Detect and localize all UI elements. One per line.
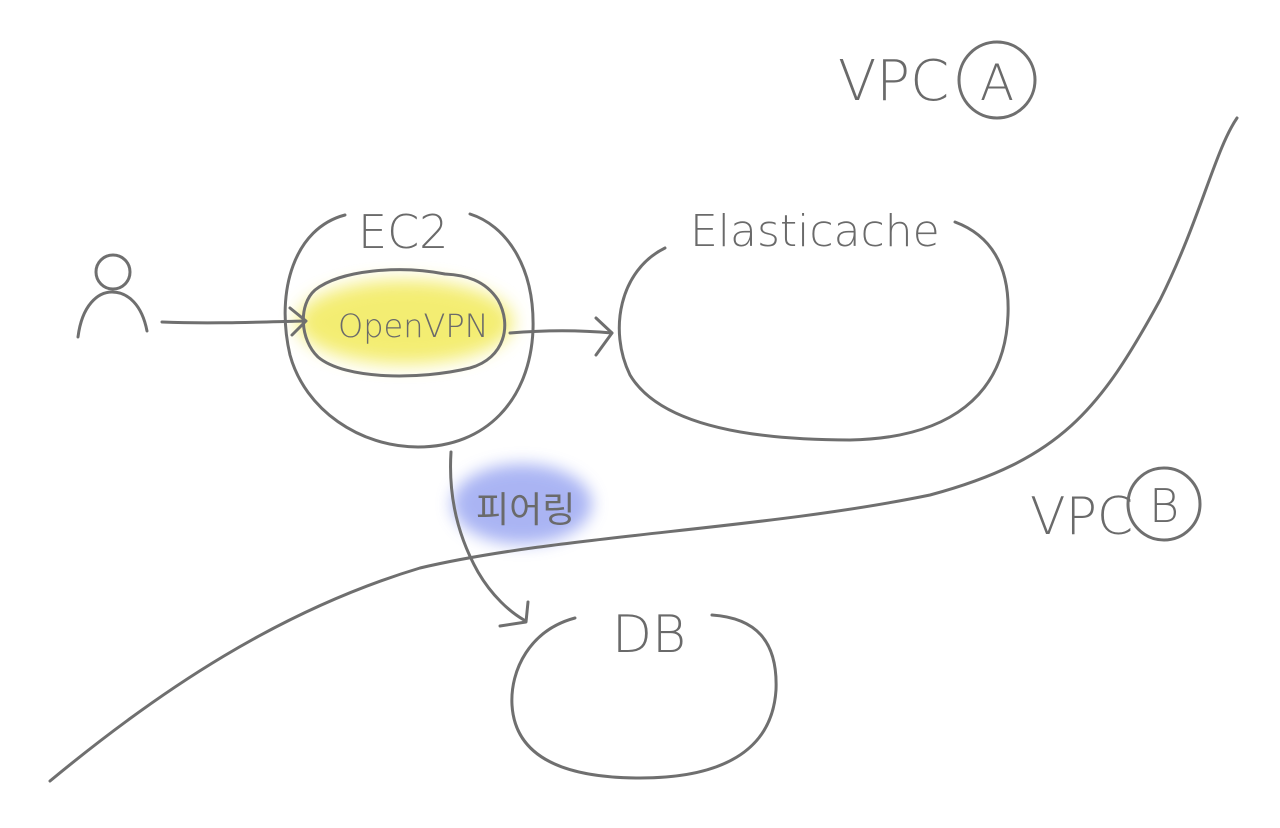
svg-text:Elasticache: Elasticache bbox=[690, 206, 940, 257]
ec2-node: EC2 bbox=[283, 205, 535, 449]
db-node: DB bbox=[510, 605, 778, 780]
vpc-b-badge-circle bbox=[1126, 466, 1202, 542]
person-icon bbox=[76, 253, 149, 339]
peering-label: 피어링 bbox=[476, 490, 575, 531]
elasticache-node: Elasticache bbox=[617, 206, 1010, 442]
openvpn-to-elasticache-arrow bbox=[508, 316, 614, 357]
svg-text:EC2: EC2 bbox=[358, 205, 448, 259]
peering-highlight bbox=[452, 464, 592, 544]
user-to-openvpn-arrow bbox=[160, 306, 308, 337]
ec2-to-db-peering-arrow bbox=[449, 450, 530, 628]
svg-text:A: A bbox=[980, 54, 1014, 112]
vpc-b-label: VPC B bbox=[1030, 466, 1202, 547]
openvpn-highlight bbox=[297, 280, 513, 364]
svg-text:VPC: VPC bbox=[838, 49, 949, 114]
svg-text:DB: DB bbox=[612, 605, 686, 665]
vpc-boundary-line bbox=[48, 116, 1239, 783]
vpc-a-badge-circle bbox=[957, 40, 1037, 120]
svg-text:B: B bbox=[1149, 479, 1179, 533]
openvpn-node: OpenVPN bbox=[301, 268, 507, 378]
svg-text:VPC: VPC bbox=[1030, 487, 1133, 547]
svg-text:OpenVPN: OpenVPN bbox=[338, 307, 489, 345]
vpc-a-label: VPC A bbox=[838, 40, 1037, 120]
